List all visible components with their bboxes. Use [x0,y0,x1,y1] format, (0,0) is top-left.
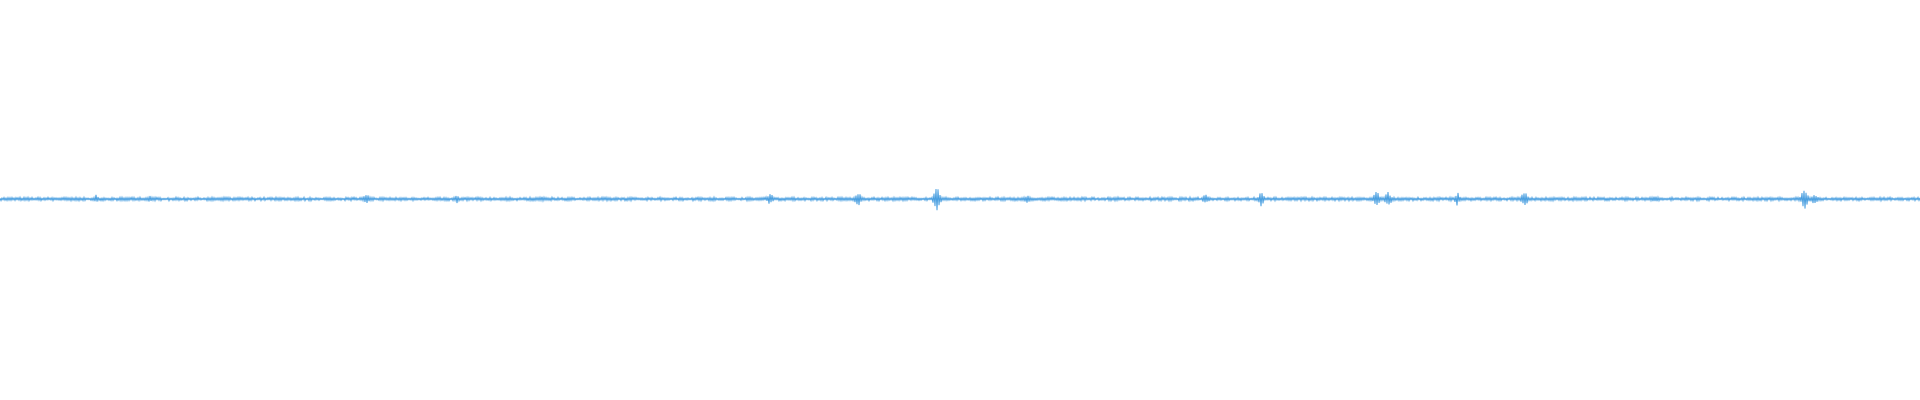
waveform-trace [0,189,1920,211]
